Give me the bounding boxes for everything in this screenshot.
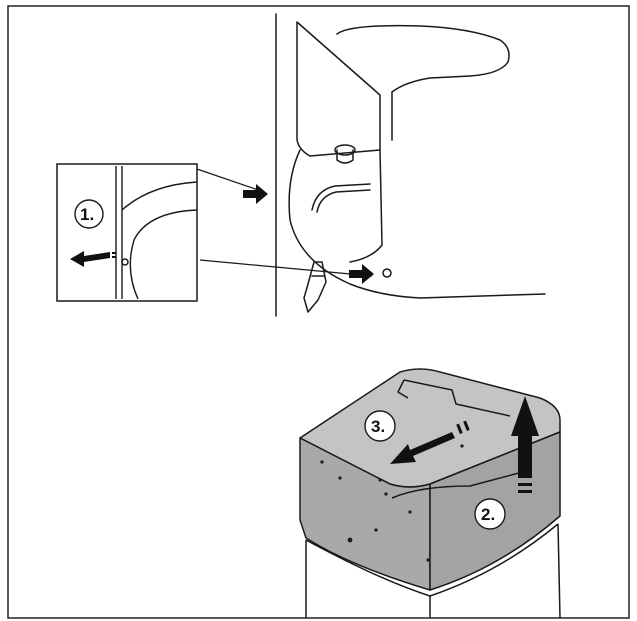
step2-label: 2. — [481, 505, 495, 524]
zoom-cabinet-curve — [129, 209, 198, 300]
cabinet-side-curve — [288, 149, 546, 299]
pointer-arrow-bottom — [349, 264, 374, 284]
cover-groove — [391, 469, 531, 499]
cabinet-top-lid — [336, 24, 510, 93]
arrow-left-icon — [70, 251, 116, 267]
pointer-arrow-top — [243, 184, 268, 204]
cover-dot-8 — [460, 444, 464, 448]
cover-dot-9 — [426, 558, 430, 562]
arrow-right-icon — [243, 184, 374, 284]
leader-bottom — [199, 259, 373, 277]
arrow-up-icon — [511, 396, 539, 493]
cover-left — [299, 437, 431, 591]
step1-label: 1. — [80, 205, 94, 224]
screw — [382, 268, 392, 278]
arrow-down-left-icon — [390, 420, 470, 464]
cover-dot-3 — [378, 478, 382, 482]
cover-dot-6 — [374, 528, 378, 532]
hose — [311, 183, 371, 211]
zoom-callout-box — [56, 163, 198, 302]
zoom-screw — [121, 258, 129, 266]
cover-dot-5 — [408, 510, 412, 514]
cover-dot-4 — [384, 492, 388, 496]
figure-frame — [7, 5, 630, 619]
lower-cabinet — [305, 523, 561, 619]
step3-label: 3. — [371, 417, 385, 436]
device-cover-view — [299, 368, 561, 619]
step3-bubble — [364, 410, 396, 442]
cover-recess — [397, 379, 511, 417]
cabinet-body — [296, 21, 381, 157]
cabinet-inner-curve — [349, 149, 383, 263]
drain-connector — [303, 261, 327, 313]
cover-dot-1 — [320, 460, 324, 464]
leader-top — [193, 167, 265, 193]
cover-dot-2 — [338, 476, 342, 480]
top-valve — [334, 144, 356, 156]
zoom-cabinet-edge — [121, 181, 198, 211]
hose-inner — [316, 189, 371, 213]
callout-leaders — [193, 167, 373, 277]
zoom-callout: 1. — [56, 163, 198, 302]
cover-dot-7 — [347, 537, 353, 543]
device-side-view — [275, 13, 546, 317]
top-valve-stem — [336, 149, 354, 164]
step2-bubble — [474, 498, 506, 530]
step1-bubble — [74, 199, 104, 229]
